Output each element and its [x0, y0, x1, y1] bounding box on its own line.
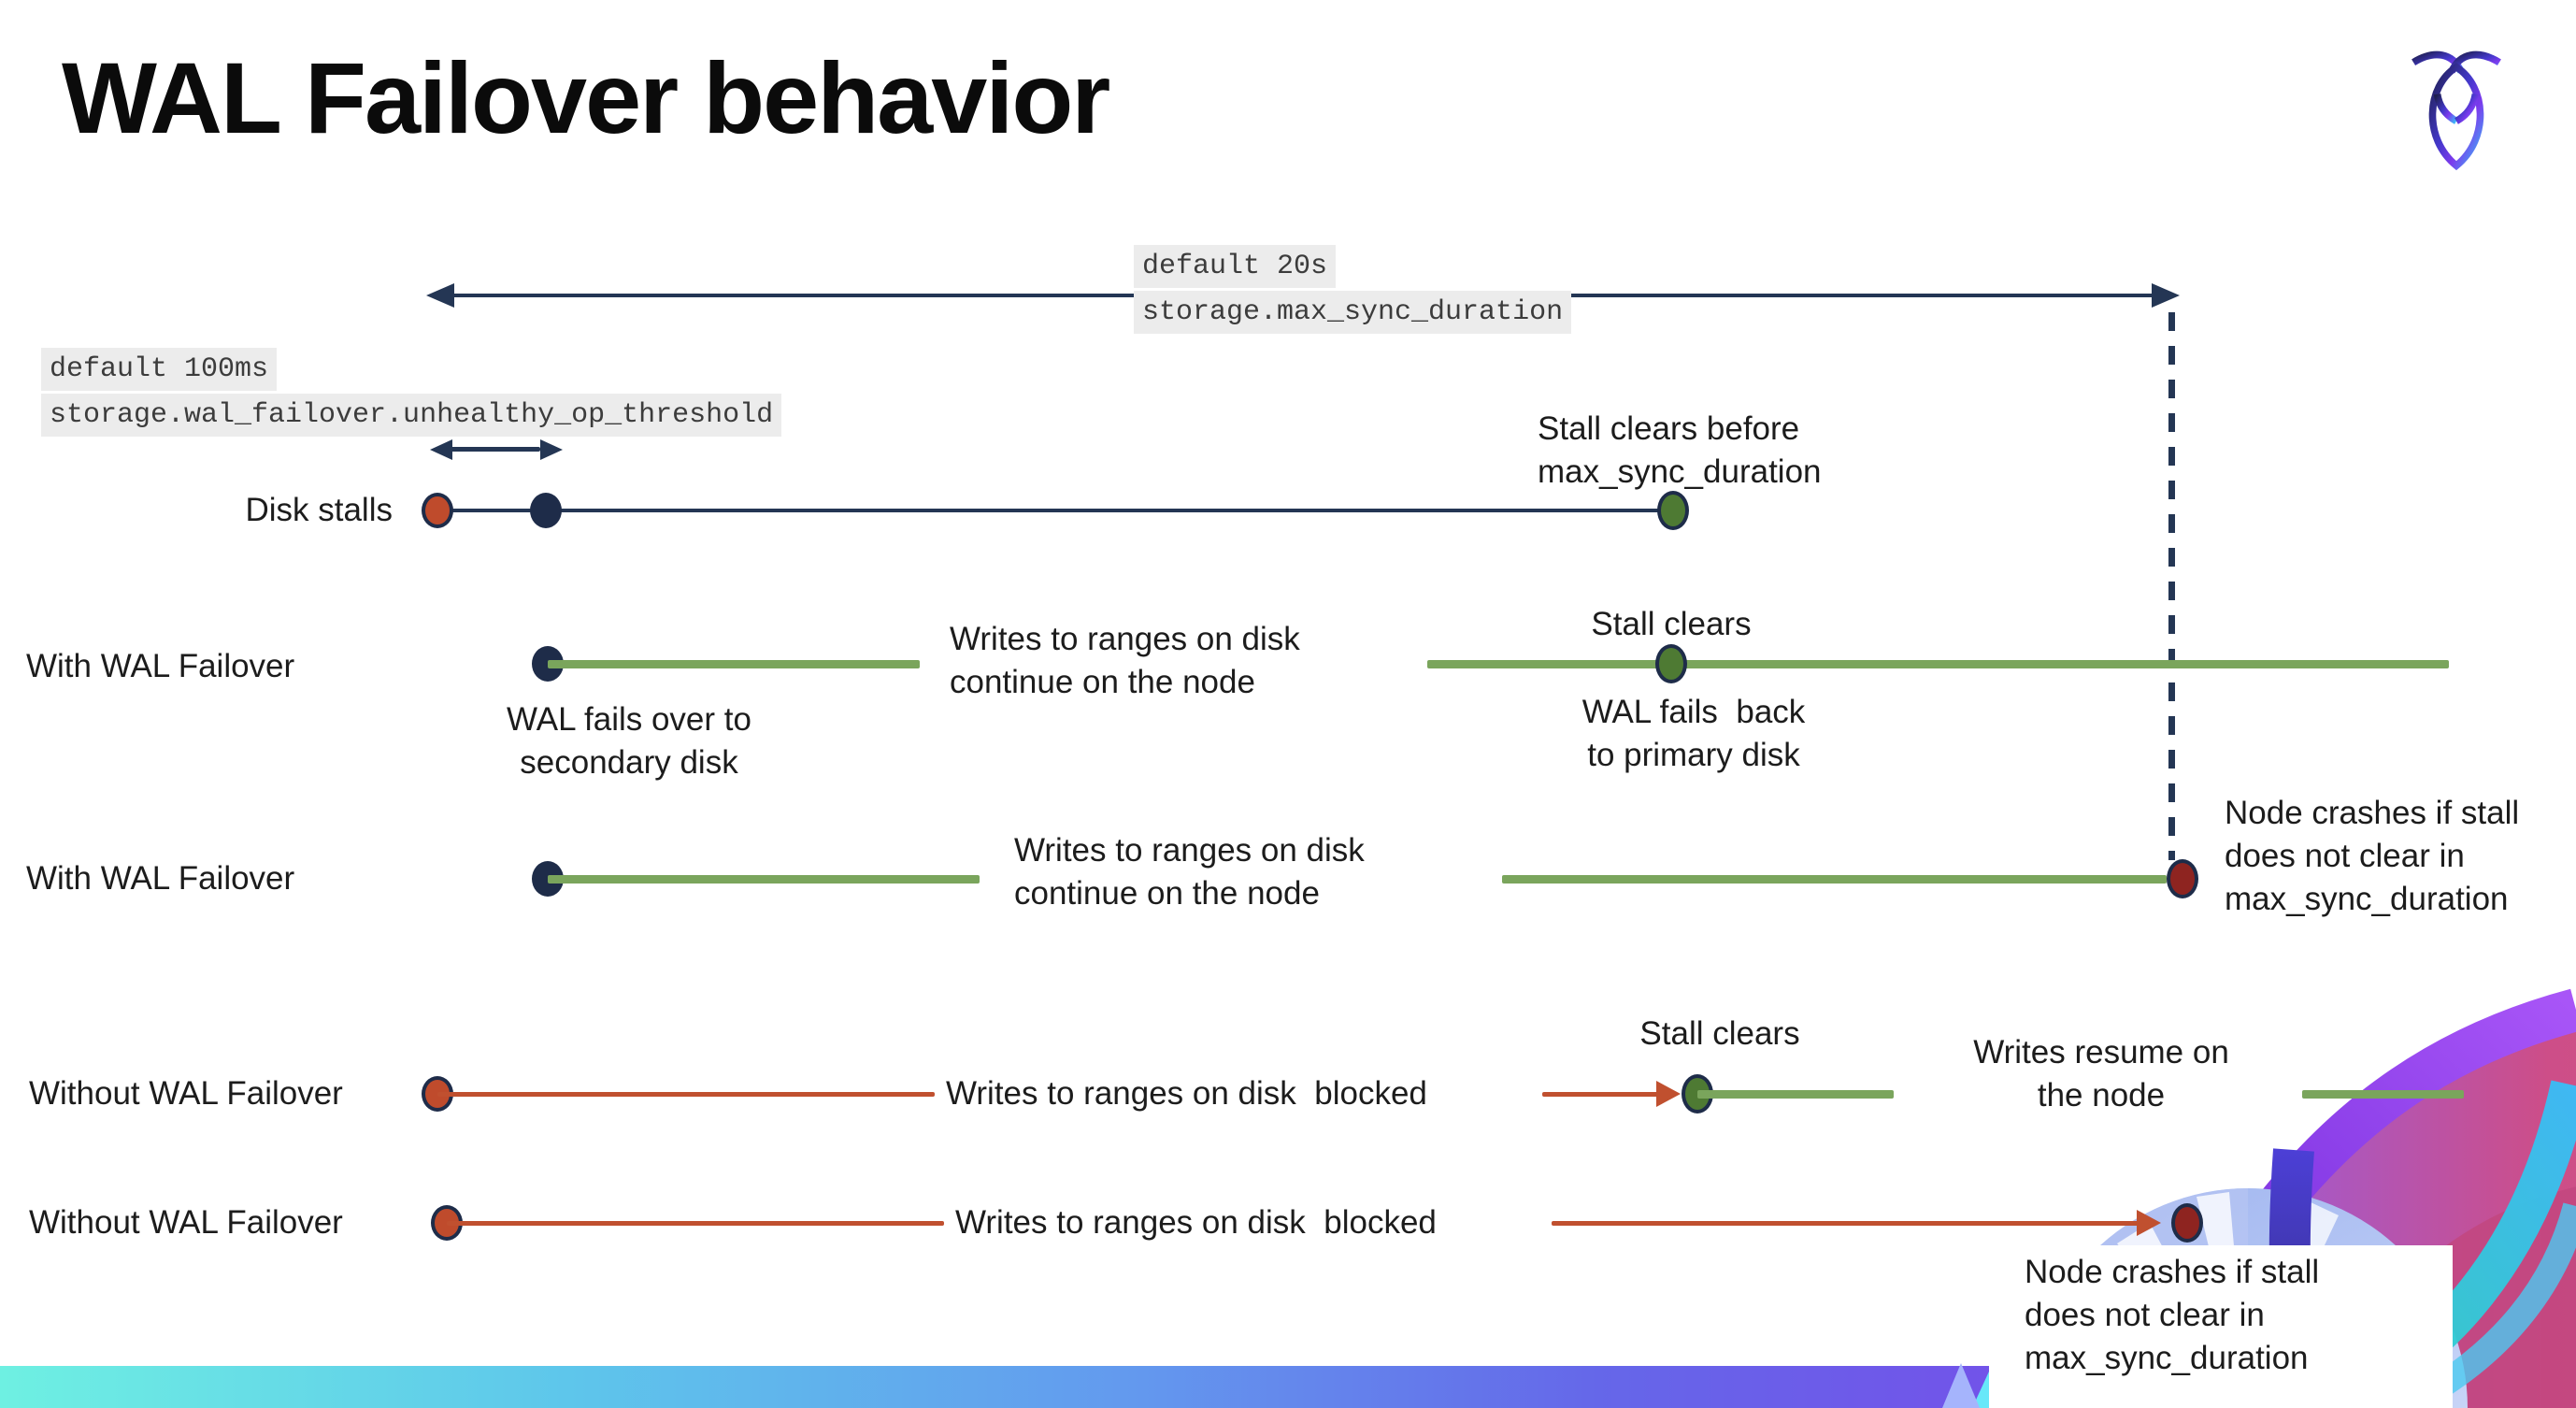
wal2-crash-note: Node crashes if stall does not clear in ma… [2225, 792, 2519, 921]
failover-threshold-dot [530, 493, 562, 528]
wal2-crash-note-line3: max_sync_duration [2225, 881, 2509, 917]
row-label-without-wal-failover-2: Without WAL Failover [29, 1204, 343, 1241]
wal1-green-line-b [1427, 660, 2449, 668]
wal1-writes-note-line1: Writes to ranges on disk [950, 621, 1300, 657]
nowal1-red-line-a [437, 1092, 935, 1097]
wal1-failover-note-line1: WAL fails over to [507, 701, 751, 738]
wal1-failback-note-line2: to primary disk [1587, 737, 1800, 773]
nowal2-blocked-note: Writes to ranges on disk blocked [955, 1204, 1437, 1241]
nowal1-resume-note-line1: Writes resume on [1973, 1034, 2229, 1070]
wal2-green-line-b [1502, 875, 2167, 884]
unhealthy-op-threshold-setting: storage.wal_failover.unhealthy_op_thresh… [41, 394, 782, 437]
max-sync-duration-default: default 20s [1134, 245, 1337, 288]
nowal1-arrow-head-icon [1656, 1081, 1681, 1107]
nowal1-green-line-b [2302, 1090, 2464, 1099]
wal1-writes-note-line2: continue on the node [950, 664, 1255, 700]
max-sync-duration-arrow-left-head-icon [426, 283, 454, 308]
stall-clears-before-note: Stall clears before max_sync_duration [1538, 408, 1822, 494]
nowal2-crash-note-line1: Node crashes if stall [2025, 1254, 2320, 1290]
wal2-crash-note-line1: Node crashes if stall [2225, 795, 2520, 831]
cockroachdb-logo-icon [2411, 50, 2501, 171]
nowal1-red-line-b [1542, 1092, 1666, 1097]
wal2-writes-note-line2: continue on the node [1014, 875, 1320, 912]
max-sync-duration-setting: storage.max_sync_duration [1134, 291, 1572, 334]
nowal1-resume-note-line2: the node [2037, 1077, 2166, 1113]
wal2-writes-note-line1: Writes to ranges on disk [1014, 832, 1365, 869]
wal1-green-line-a [548, 660, 920, 668]
page-title: WAL Failover behavior [62, 41, 1110, 154]
nowal2-crash-note: Node crashes if stall does not clear in ma… [2025, 1251, 2319, 1380]
nowal2-arrow-head-icon [2137, 1210, 2161, 1236]
stall-clears-before-note-line1: Stall clears before [1538, 410, 1800, 447]
crash-note-card: Node crashes if stall does not clear in ma… [1989, 1245, 2453, 1408]
max-sync-deadline-dashed-line [2168, 312, 2175, 860]
wal1-failover-note-line2: secondary disk [520, 744, 738, 781]
wal1-stall-clear-dot [1655, 644, 1687, 683]
nowal1-green-line-a [1697, 1090, 1894, 1099]
nowal2-red-line-b [1552, 1221, 2146, 1226]
nowal1-resume-note: Writes resume on the node [1973, 1031, 2229, 1117]
stall-clears-before-note-line2: max_sync_duration [1538, 453, 1822, 490]
disk-stalls-timeline [437, 509, 1673, 512]
wal1-failback-note-line1: WAL fails back [1581, 694, 1806, 730]
wal2-crash-note-line2: does not clear in [2225, 838, 2465, 874]
nowal2-crash-note-line2: does not clear in [2025, 1297, 2265, 1333]
max-sync-duration-arrow-right-head-icon [2152, 283, 2180, 308]
nowal1-blocked-note: Writes to ranges on disk blocked [946, 1075, 1427, 1112]
wal2-green-line-a [548, 875, 980, 884]
row-label-with-wal-failover-1: With WAL Failover [26, 648, 295, 684]
row-label-without-wal-failover-1: Without WAL Failover [29, 1075, 343, 1112]
row-label-disk-stalls: Disk stalls [245, 492, 393, 528]
stall-clear-dot [1657, 491, 1689, 530]
wal1-failover-note: WAL fails over to secondary disk [507, 698, 751, 784]
nowal2-red-line-a [447, 1221, 944, 1226]
nowal1-stall-clears-note: Stall clears [1639, 1015, 1800, 1052]
nowal2-crash-note-line3: max_sync_duration [2025, 1340, 2309, 1376]
wal1-failback-note: WAL fails back to primary disk [1582, 691, 1806, 777]
row-label-with-wal-failover-2: With WAL Failover [26, 860, 295, 897]
unhealthy-op-threshold-default: default 100ms [41, 348, 278, 391]
threshold-arrow-left-head-icon [430, 439, 452, 460]
threshold-arrow-right-head-icon [540, 439, 563, 460]
wal2-writes-note: Writes to ranges on disk continue on the … [1014, 829, 1365, 915]
nowal2-crash-dot [2171, 1203, 2203, 1243]
max-sync-duration-label: default 20s storage.max_sync_duration [1134, 245, 1572, 337]
wal2-crash-dot [2167, 859, 2198, 898]
wal1-stall-clears-note: Stall clears [1591, 606, 1752, 642]
disk-stall-start-dot [422, 493, 453, 528]
threshold-arrow-line [451, 447, 540, 452]
unhealthy-op-threshold-label: default 100ms storage.wal_failover.unhea… [41, 348, 782, 439]
wal1-writes-note: Writes to ranges on disk continue on the … [950, 618, 1300, 704]
